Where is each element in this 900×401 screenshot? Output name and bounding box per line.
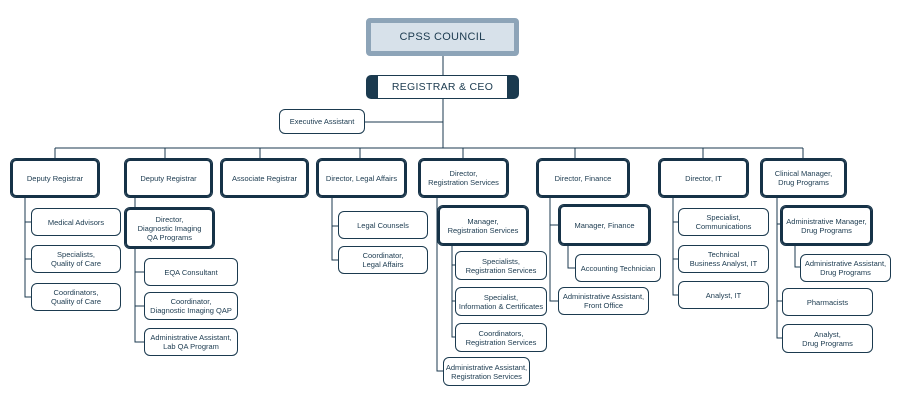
tech-ba-line-1: Technical: [707, 250, 740, 259]
specialist-info-line-2: Information & Certificates: [458, 301, 544, 311]
admin-reg-line-2: Registration Services: [451, 371, 522, 381]
director-diqa-line-2: Diagnostic Imaging: [137, 223, 202, 233]
director-it-label: Director, IT: [685, 173, 722, 183]
pharmacists-label: Pharmacists: [806, 297, 849, 307]
medical-advisors-label: Medical Advisors: [47, 217, 105, 227]
admin-front-line-1: Administrative Assistant,: [562, 292, 645, 301]
specialist-communications-box: Specialist, Communications: [678, 208, 769, 236]
analyst-it-box: Analyst, IT: [678, 281, 769, 309]
eqa-consultant-box: EQA Consultant: [144, 258, 238, 286]
specialists-registration-box: Specialists, Registration Services: [455, 251, 547, 280]
admin-front-office-box: Administrative Assistant, Front Office: [558, 287, 649, 315]
admin-asst-drug-line-1: Administrative Assistant,: [804, 259, 887, 268]
director-legal-affairs-box: Director, Legal Affairs: [316, 158, 407, 198]
analyst-it-label: Analyst, IT: [705, 290, 742, 300]
council-box: CPSS COUNCIL: [366, 18, 519, 56]
specialist-information-box: Specialist, Information & Certificates: [455, 287, 547, 316]
coordinators-reg-line-2: Registration Services: [465, 337, 537, 347]
technical-business-analyst-box: Technical Business Analyst, IT: [678, 245, 769, 273]
specialists-reg-line-2: Registration Services: [465, 265, 537, 275]
coordinator-legal-affairs-box: Coordinator, Legal Affairs: [338, 246, 428, 274]
deputy-registrar-2-label: Deputy Registrar: [140, 173, 197, 183]
legal-counsels-box: Legal Counsels: [338, 211, 428, 239]
accounting-technician-label: Accounting Technician: [580, 263, 656, 273]
registrar-ceo-box: REGISTRAR & CEO: [366, 75, 519, 99]
specialist-comm-line-2: Communications: [695, 222, 752, 231]
manager-finance-label: Manager, Finance: [574, 220, 635, 230]
coordinator-legal-line-2: Legal Affairs: [362, 260, 404, 269]
clinical-manager-box: Clinical Manager, Drug Programs: [760, 158, 847, 198]
deputy-registrar-box: Deputy Registrar: [10, 158, 100, 198]
medical-advisors-box: Medical Advisors: [31, 208, 121, 236]
admin-assistant-drug-box: Administrative Assistant, Drug Programs: [800, 254, 891, 282]
admin-registration-box: Administrative Assistant, Registration S…: [443, 357, 530, 386]
coordinators-qoc-line-2: Quality of Care: [50, 297, 102, 306]
admin-lab-qa-line-2: Lab QA Program: [163, 342, 219, 351]
tech-ba-line-2: Business Analyst, IT: [689, 259, 758, 268]
director-registration-line-1: Director,: [449, 169, 478, 178]
admin-manager-drug-box: Administrative Manager, Drug Programs: [780, 205, 873, 246]
coordinator-diqap-line-1: Coordinator,: [170, 297, 212, 306]
director-finance-label: Director, Finance: [554, 173, 612, 183]
deputy-registrar-2-box: Deputy Registrar: [124, 158, 213, 198]
director-diqa-line-1: Director,: [155, 214, 184, 224]
analyst-drug-programs-box: Analyst, Drug Programs: [782, 324, 873, 353]
pharmacists-box: Pharmacists: [782, 288, 873, 316]
specialist-comm-line-1: Specialist,: [706, 213, 741, 222]
director-diqa-line-3: QA Programs: [146, 232, 192, 242]
director-diagnostic-imaging-box: Director, Diagnostic Imaging QA Programs: [124, 207, 215, 249]
analyst-drug-line-2: Drug Programs: [802, 338, 853, 348]
specialists-qoc-line-2: Quality of Care: [50, 259, 102, 268]
coordinators-qoc-line-1: Coordinators,: [53, 288, 99, 297]
admin-reg-line-1: Administrative Assistant,: [445, 362, 528, 372]
coordinators-reg-line-1: Coordinators,: [478, 328, 524, 338]
director-registration-services-box: Director, Registration Services: [418, 158, 509, 198]
specialists-reg-line-1: Specialists,: [482, 256, 520, 266]
admin-mgr-drug-line-2: Drug Programs: [801, 225, 852, 235]
admin-lab-qa-box: Administrative Assistant, Lab QA Program: [144, 328, 238, 356]
specialists-quality-care-box: Specialists, Quality of Care: [31, 245, 121, 273]
admin-mgr-drug-line-1: Administrative Manager,: [786, 216, 867, 226]
coordinators-registration-box: Coordinators, Registration Services: [455, 323, 547, 352]
director-legal-affairs-label: Director, Legal Affairs: [325, 173, 398, 183]
legal-counsels-label: Legal Counsels: [357, 220, 409, 230]
accounting-technician-box: Accounting Technician: [575, 254, 661, 282]
associate-registrar-label: Associate Registrar: [231, 173, 298, 183]
director-registration-line-2: Registration Services: [428, 178, 499, 187]
coordinators-quality-care-box: Coordinators, Quality of Care: [31, 283, 121, 311]
manager-reg-line-1: Manager,: [467, 216, 499, 226]
analyst-drug-line-1: Analyst,: [814, 329, 841, 339]
director-it-box: Director, IT: [658, 158, 749, 198]
executive-assistant-label: Executive Assistant: [289, 117, 355, 126]
eqa-consultant-label: EQA Consultant: [164, 267, 218, 277]
associate-registrar-box: Associate Registrar: [220, 158, 309, 198]
specialist-info-line-1: Specialist,: [483, 292, 519, 302]
coordinator-diqap-line-2: Diagnostic Imaging QAP: [150, 306, 232, 315]
manager-reg-line-2: Registration Services: [447, 225, 519, 235]
coordinator-legal-line-1: Coordinator,: [362, 251, 404, 260]
deputy-registrar-label: Deputy Registrar: [26, 173, 84, 183]
admin-asst-drug-line-2: Drug Programs: [820, 268, 871, 277]
admin-front-line-2: Front Office: [583, 301, 624, 310]
manager-finance-box: Manager, Finance: [558, 204, 651, 246]
executive-assistant-box: Executive Assistant: [279, 109, 365, 134]
specialists-qoc-line-1: Specialists,: [57, 250, 95, 259]
manager-registration-services-box: Manager, Registration Services: [437, 205, 529, 246]
clinical-manager-line-2: Drug Programs: [778, 178, 829, 187]
admin-lab-qa-line-1: Administrative Assistant,: [150, 333, 232, 342]
clinical-manager-line-1: Clinical Manager,: [774, 169, 833, 178]
coordinator-diagnostic-imaging-box: Coordinator, Diagnostic Imaging QAP: [144, 292, 238, 320]
director-finance-box: Director, Finance: [536, 158, 630, 198]
